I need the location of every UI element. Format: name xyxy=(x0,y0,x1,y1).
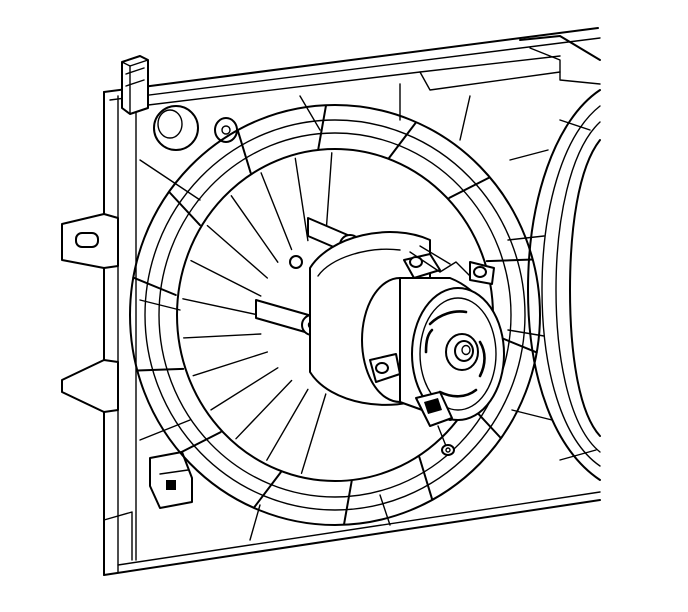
shroud-rib xyxy=(388,121,417,159)
fan-blade-edge xyxy=(182,298,260,316)
right-fan-shroud-partial xyxy=(507,89,601,481)
fan-blade-edge xyxy=(192,351,268,377)
fan-blade-edge xyxy=(260,172,293,251)
fan-blade-edge xyxy=(206,224,268,279)
shroud-rib xyxy=(136,367,185,372)
shroud-rib xyxy=(317,105,327,150)
fan-blade-edge xyxy=(190,259,262,297)
fan-blade-edge xyxy=(266,388,309,461)
fan-blade-edge xyxy=(183,333,262,339)
fan-blade-edge xyxy=(230,195,279,263)
boss-large xyxy=(153,105,199,151)
shroud-rib xyxy=(485,258,534,263)
shroud-rib xyxy=(448,176,491,199)
fan-blade-edge xyxy=(294,157,309,242)
wire-connector-post xyxy=(121,55,149,115)
shroud-rib xyxy=(179,431,222,454)
shroud-rib xyxy=(343,480,353,525)
fan-blade-edge xyxy=(325,152,333,237)
fan-blade-edge xyxy=(235,379,293,440)
mount-slot-upper xyxy=(75,232,99,248)
left-mounting-tabs xyxy=(61,213,193,561)
fan-blade-edge xyxy=(300,393,327,474)
shroud-bosses xyxy=(153,105,238,151)
connector-terminal xyxy=(166,480,176,490)
shroud-frame xyxy=(103,27,601,576)
fan-blade-edge xyxy=(210,367,279,411)
shroud-rib xyxy=(168,191,201,227)
shroud-rib xyxy=(253,471,282,509)
fan-motor xyxy=(309,231,505,456)
boss-screw-hole-top xyxy=(214,117,238,143)
fan-blades xyxy=(182,152,333,474)
shroud-rib xyxy=(418,456,434,501)
shroud-rib xyxy=(236,129,252,174)
shroud-rib xyxy=(132,276,177,296)
